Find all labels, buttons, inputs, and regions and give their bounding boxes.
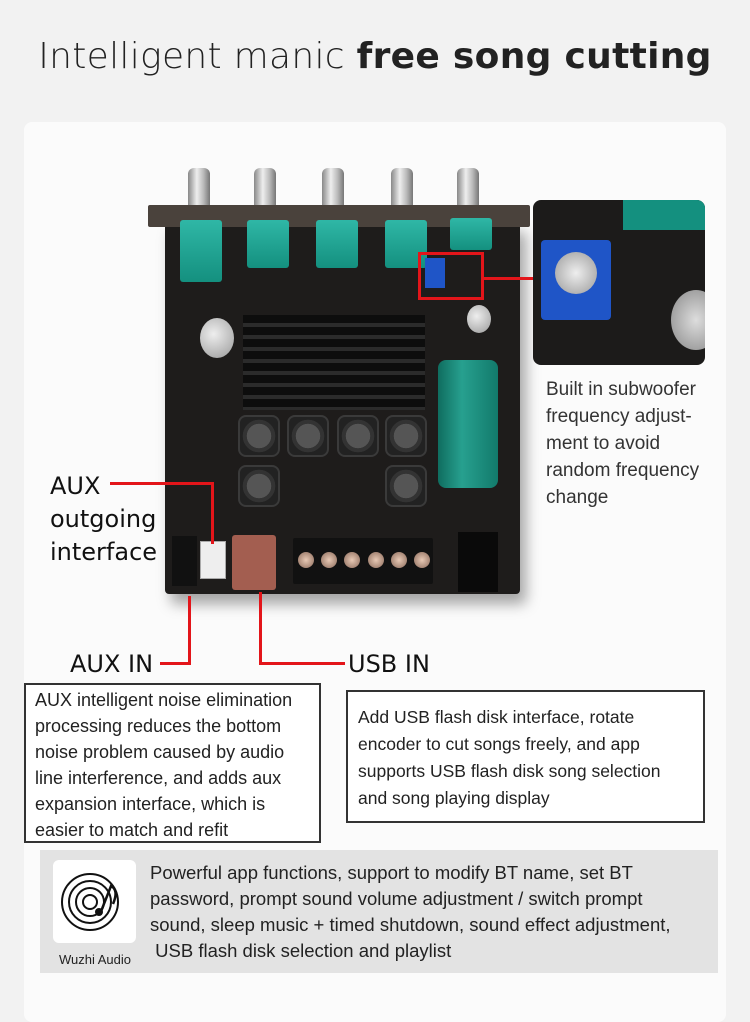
usb-port xyxy=(232,535,276,590)
label-line: interface xyxy=(50,538,158,566)
usb-in-label: USB IN xyxy=(348,650,430,678)
aux-out-connector xyxy=(200,541,226,579)
usb-description-box: Add USB flash disk interface, rotate enc… xyxy=(346,690,705,823)
box-line: supports USB flash disk song selection xyxy=(358,761,661,781)
callout-line xyxy=(259,662,345,665)
electrolytic-capacitor xyxy=(438,360,498,488)
zoom-inset-photo xyxy=(533,200,705,365)
title-bold: free song cutting xyxy=(356,36,712,77)
front-panel xyxy=(148,205,530,227)
feature-line: Powerful app functions, support to modif… xyxy=(150,862,633,883)
potentiometer xyxy=(316,220,358,268)
aux-description-box: AUX intelligent noise elimination proces… xyxy=(24,683,321,843)
callout-line xyxy=(211,482,214,544)
box-line: easier to match and refit xyxy=(35,820,229,840)
screw xyxy=(344,552,360,568)
label-line: AUX xyxy=(50,472,101,500)
capacitor-detail xyxy=(671,290,705,350)
box-line: and song playing display xyxy=(358,788,550,808)
speaker-terminal xyxy=(293,538,433,584)
box-line: Add USB flash disk interface, rotate xyxy=(358,707,635,727)
feature-line: sound, sleep music + timed shutdown, sou… xyxy=(150,914,671,935)
inductor xyxy=(385,415,427,457)
aux-jack xyxy=(172,536,197,586)
page-title: Intelligent manic free song cutting xyxy=(0,36,750,77)
box-line: encoder to cut songs freely, and app xyxy=(358,734,640,754)
box-line: line interference, and adds aux xyxy=(35,768,282,788)
knob xyxy=(322,168,344,208)
feature-line: USB flash disk selection and playlist xyxy=(150,940,452,961)
feature-line: password, prompt sound volume adjustment… xyxy=(150,888,643,909)
potentiometer xyxy=(180,220,222,282)
knob xyxy=(188,168,210,208)
potentiometer xyxy=(247,220,289,268)
inductor xyxy=(238,465,280,507)
box-line: processing reduces the bottom xyxy=(35,716,282,736)
inductor xyxy=(238,415,280,457)
app-feature-panel xyxy=(40,850,718,973)
dc-jack xyxy=(458,532,498,592)
screw xyxy=(368,552,384,568)
subwoofer-callout: Built in subwoofer frequency adjust- men… xyxy=(546,376,736,511)
app-features-text: Powerful app functions, support to modif… xyxy=(150,860,715,964)
callout-line-text: Built in subwoofer xyxy=(546,379,696,400)
label-line: outgoing xyxy=(50,505,157,533)
callout-line-text: frequency adjust- xyxy=(546,406,692,427)
callout-line-text: random frequency xyxy=(546,460,700,481)
screw xyxy=(298,552,314,568)
box-line: AUX intelligent noise elimination xyxy=(35,690,293,710)
capacitor xyxy=(467,305,491,333)
callout-line xyxy=(188,596,191,665)
knob xyxy=(457,168,479,208)
heatsink xyxy=(243,315,425,410)
knob xyxy=(391,168,413,208)
vinyl-music-note-icon xyxy=(53,860,136,943)
capacitor xyxy=(200,318,234,358)
callout-line xyxy=(483,277,533,280)
callout-line xyxy=(110,482,214,485)
callout-line-text: change xyxy=(546,487,609,508)
screw xyxy=(391,552,407,568)
inductor xyxy=(287,415,329,457)
potentiometer xyxy=(450,218,492,250)
callout-line xyxy=(259,592,262,665)
inductor xyxy=(337,415,379,457)
box-line: expansion interface, which is xyxy=(35,794,266,814)
box-line: noise problem caused by audio xyxy=(35,742,285,762)
trimmer xyxy=(425,258,445,288)
trimmer-dial xyxy=(555,252,597,294)
aux-in-label: AUX IN xyxy=(70,650,154,678)
screw xyxy=(321,552,337,568)
callout-line-text: ment to avoid xyxy=(546,433,661,454)
knob xyxy=(254,168,276,208)
aux-out-label: AUX outgoing interface xyxy=(50,470,157,569)
callout-line xyxy=(160,662,191,665)
title-light: Intelligent manic xyxy=(38,36,357,77)
pot-detail xyxy=(623,200,705,230)
inductor xyxy=(385,465,427,507)
app-name: Wuzhi Audio xyxy=(58,952,132,967)
highlight-box xyxy=(418,252,484,300)
screw xyxy=(414,552,430,568)
